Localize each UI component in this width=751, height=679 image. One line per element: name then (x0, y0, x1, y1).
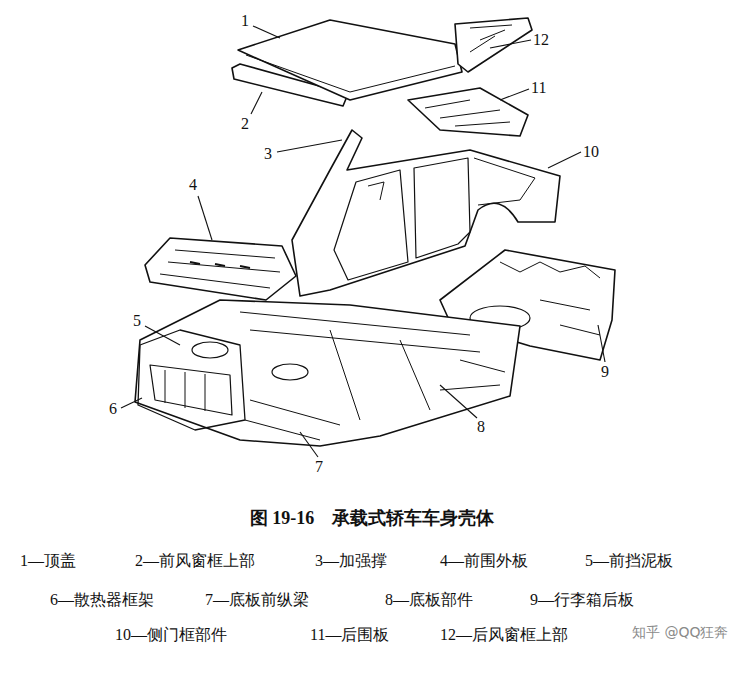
rear-window-header (455, 18, 532, 72)
part-name: 6—散热器框架 (50, 591, 154, 609)
part-name: 1—顶盖 (20, 552, 76, 570)
part-name: 8—底板部件 (385, 591, 473, 609)
part-name: 10—侧门框部件 (115, 626, 227, 644)
part-name: 9—行李箱后板 (530, 591, 634, 609)
callout-number: 10 (583, 143, 599, 161)
part-name: 7—底板前纵梁 (205, 591, 309, 609)
floor-assembly (135, 300, 520, 446)
callout-number: 7 (315, 458, 323, 476)
part-name: 2—前风窗框上部 (135, 552, 255, 570)
callout-number: 9 (601, 363, 609, 381)
callout-number: 12 (533, 31, 549, 49)
part-name: 3—加强撑 (315, 552, 387, 570)
callout-number: 5 (133, 312, 141, 330)
callout-number: 11 (531, 79, 546, 97)
callout-number: 3 (264, 145, 272, 163)
callout-number: 4 (189, 176, 197, 194)
cowl-panel (145, 238, 296, 300)
callout-number: 8 (477, 418, 485, 436)
part-name: 5—前挡泥板 (585, 552, 673, 570)
callout-number: 1 (241, 12, 249, 30)
watermark: 知乎 @QQ狂奔 (632, 624, 729, 640)
part-name: 4—前围外板 (440, 552, 528, 570)
part-name: 12—后风窗框上部 (440, 626, 568, 644)
figure-caption: 图 19-16 承载式轿车车身壳体 (250, 508, 495, 529)
roof-panel (238, 20, 462, 100)
callout-number: 6 (109, 400, 117, 418)
leader-lines (121, 26, 605, 457)
rear-panel (408, 88, 528, 136)
part-name: 11—后围板 (310, 626, 389, 644)
callout-number: 2 (241, 115, 249, 133)
side-frame (292, 130, 560, 296)
